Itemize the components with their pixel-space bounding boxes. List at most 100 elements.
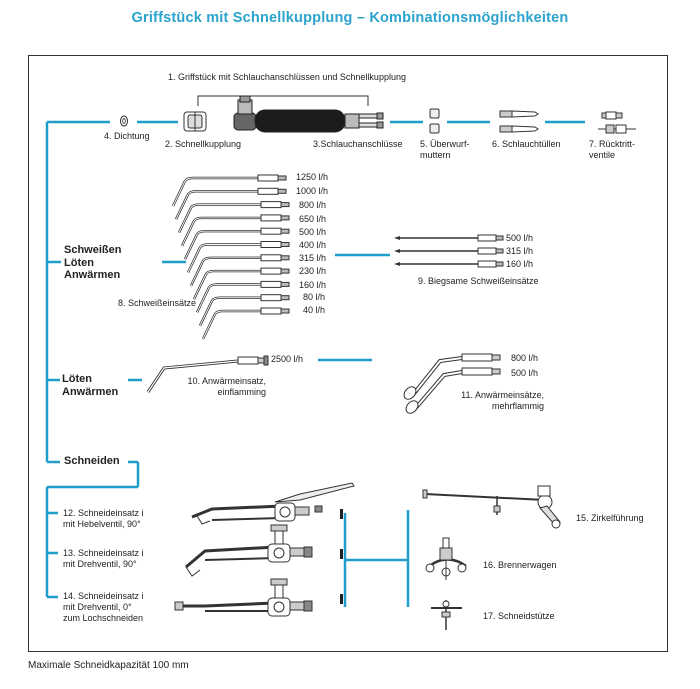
cutting-support <box>431 600 462 630</box>
handle-bracket <box>197 95 369 106</box>
part-label-seal: 4. Dichtung <box>104 131 150 141</box>
footer-note: Maximale Schneidkapazität 100 mm <box>28 660 189 671</box>
welding-insert <box>201 309 261 340</box>
welding-insert-highlight <box>193 270 261 300</box>
handle-label: 1. Griffstück mit Schlauchanschlüssen un… <box>168 72 406 82</box>
flex-insert-tip <box>394 236 400 240</box>
flex-insert-fitting <box>477 247 497 255</box>
single-flame-insert <box>146 355 269 393</box>
weld-flow: 315 l/h <box>299 253 327 263</box>
welding-insert-nut <box>280 202 290 208</box>
welding-insert-highlight <box>196 283 261 313</box>
welding-insert-fitting <box>260 280 282 288</box>
flex-flow: 315 l/h <box>506 246 534 256</box>
part-label-union-nuts: 5. Überwurf- muttern <box>420 139 470 160</box>
weld-flow: 1250 l/h <box>296 172 329 182</box>
weld-flow: 500 l/h <box>299 227 327 237</box>
welding-insert-fitting <box>260 307 282 315</box>
weld-flow: 80 l/h <box>303 292 326 302</box>
welding-insert-nut <box>280 255 290 261</box>
flex-insert-fitting <box>477 234 497 242</box>
flex-insert-nut <box>495 248 504 254</box>
welding-insert-fitting <box>260 294 282 302</box>
multi-flame-inserts <box>403 353 501 414</box>
accessory-label-circle-guide: 15. Zirkelführung <box>576 513 644 523</box>
diagram-frame <box>28 55 668 652</box>
welding-inserts-label: 8. Schweißeinsätze <box>118 298 197 308</box>
cutting-label-rotary-0: 14. Schneideinsatz i mit Drehventil, 0° … <box>63 591 144 623</box>
weld-flow: 400 l/h <box>299 240 327 250</box>
welding-insert-highlight <box>199 297 261 326</box>
flex-flow: 160 l/h <box>506 259 534 269</box>
welding-insert-nut <box>280 215 290 221</box>
flexible-inserts <box>394 234 504 268</box>
welding-insert-nut <box>280 242 290 247</box>
page-title: Griffstück mit Schnellkupplung – Kombina… <box>131 10 569 26</box>
part-label-quick-coupling: 2. Schnellkupplung <box>165 139 242 149</box>
quick-coupling-part <box>183 111 207 132</box>
flex-insert-nut <box>495 235 504 241</box>
check-valves-part <box>598 111 636 134</box>
welding-insert-nut <box>280 228 290 234</box>
welding-insert-fitting <box>260 241 282 248</box>
handle-part <box>233 95 384 133</box>
weld-flow: 40 l/h <box>303 305 326 315</box>
flex-insert-fitting <box>477 260 497 268</box>
weld-flow: 230 l/h <box>299 266 327 276</box>
welding-insert-highlight <box>202 310 261 340</box>
welding-insert-nut <box>277 175 287 181</box>
category-soldering: Löten Anwärmen <box>62 373 119 398</box>
welding-insert-highlight <box>175 190 258 220</box>
single-flame-flow: 2500 l/h <box>271 354 304 364</box>
cutting-i-marks <box>340 509 343 604</box>
weld-flow: 1000 l/h <box>296 186 329 196</box>
multi-flame-flow: 500 l/h <box>511 368 539 378</box>
weld-flow: 800 l/h <box>299 200 327 210</box>
seal-part <box>120 115 128 127</box>
flex-insert-nut <box>495 261 504 267</box>
welding-insert-highlight <box>184 230 261 260</box>
cutting-insert-rotary-0 <box>174 578 313 617</box>
welding-insert-nut <box>280 295 290 301</box>
welding-insert-fitting <box>260 201 282 209</box>
cutting-label-lever: 12. Schneideinsatz i mit Hebelventil, 90… <box>63 508 144 529</box>
category-welding: Schweißen Löten Anwärmen <box>64 244 122 281</box>
flex-inserts-label: 9. Biegsame Schweißeinsätze <box>418 276 539 286</box>
welding-insert-fitting <box>257 174 279 182</box>
welding-insert-fitting <box>260 214 282 222</box>
multi-flame-label: 11. Anwärmeinsätze, mehrflammig <box>461 390 544 411</box>
welding-inserts <box>171 174 290 340</box>
cutting-label-rotary-90: 13. Schneideinsatz i mit Drehventil, 90° <box>63 548 144 569</box>
welding-insert-fitting <box>260 227 282 235</box>
part-label-hose-connections: 3.Schlauchanschlüsse <box>313 139 403 149</box>
category-cutting: Schneiden <box>64 455 120 467</box>
welding-insert-nut <box>280 268 290 274</box>
accessory-label-support: 17. Schneidstütze <box>483 611 555 621</box>
multi-flame-flow: 800 l/h <box>511 353 539 363</box>
accessory-label-trolley: 16. Brennerwagen <box>483 560 557 570</box>
welding-insert-highlight <box>190 257 261 286</box>
circle-guide <box>422 485 561 529</box>
welding-insert-fitting <box>260 254 282 262</box>
weld-flow: 650 l/h <box>299 214 327 224</box>
welding-insert-nut <box>277 188 287 194</box>
welding-insert-highlight <box>187 244 261 273</box>
single-flame-label: 10. Anwärmeinsatz, einflamming <box>187 376 266 397</box>
welding-insert-fitting <box>260 267 282 275</box>
part-label-check-valves: 7. Rücktritt- ventile <box>589 139 636 160</box>
union-nuts-part <box>429 108 440 134</box>
welding-insert-highlight <box>172 177 258 207</box>
connection-lines <box>45 120 585 607</box>
weld-flow: 160 l/h <box>299 280 327 290</box>
flex-insert-tip <box>394 262 400 266</box>
welding-insert-highlight <box>178 204 261 233</box>
welding-insert-nut <box>280 281 290 287</box>
flex-flow: 500 l/h <box>506 233 534 243</box>
welding-insert-fitting <box>257 187 279 195</box>
cutting-insert-lever <box>191 482 355 525</box>
welding-insert-highlight <box>181 217 261 247</box>
hose-nipples-part <box>499 110 539 133</box>
torch-trolley <box>425 537 467 580</box>
welding-insert-nut <box>280 308 290 314</box>
